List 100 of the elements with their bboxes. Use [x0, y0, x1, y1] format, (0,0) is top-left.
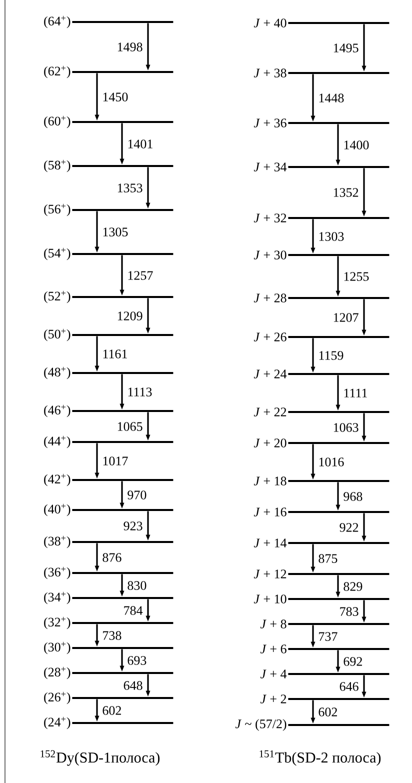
node-label: (38$^{+}$): [44, 536, 70, 548]
energy-label: 1305: [103, 228, 128, 236]
energy-label: 646: [340, 682, 358, 691]
energy-level: (44$^{+}$): [44, 436, 174, 448]
energy-label: 1207: [334, 313, 358, 322]
energy-level: (36$^{+}$): [44, 566, 174, 580]
energy-label: 829: [344, 582, 362, 591]
energy-level: (28$^{+}$): [44, 666, 174, 680]
energy-level: J + 2: [260, 694, 390, 704]
node-label: (48$^{+}$): [44, 366, 70, 380]
node-label: J + 26: [254, 332, 286, 342]
energy-label: 784: [124, 606, 143, 615]
node-label: J ~ (57/2): [235, 719, 286, 731]
energy-label: 1113: [128, 388, 152, 396]
energy-level: J + 12: [254, 570, 390, 578]
energy-label: 1017: [103, 456, 128, 466]
energy-level: J + 24: [254, 370, 390, 378]
energy-label: 1448: [319, 94, 344, 102]
energy-label: 1016: [319, 458, 344, 466]
band-caption: $^{151}$Tb(SD-2 полоса): [260, 750, 381, 766]
energy-level: (54$^{+}$): [44, 248, 174, 260]
node-label: J + 22: [254, 408, 286, 416]
node-label: (52$^{+}$): [44, 290, 70, 304]
node-label: (36$^{+}$): [44, 566, 70, 580]
node-label: J + 12: [254, 570, 286, 578]
energy-label: 1255: [344, 272, 369, 281]
node-label: (40$^{+}$): [44, 504, 70, 516]
node-label: (26$^{+}$): [44, 692, 70, 704]
energy-level: J ~ (57/2): [235, 719, 390, 731]
energy-level: (26$^{+}$): [44, 692, 174, 704]
node-label: J + 8: [260, 620, 286, 628]
energy-label: 692: [344, 657, 362, 666]
energy-label: 1498: [118, 42, 142, 52]
node-label: (34$^{+}$): [44, 592, 70, 604]
energy-label: 1257: [128, 271, 153, 280]
node-label: J + 36: [254, 118, 286, 128]
energy-label: 1401: [128, 140, 152, 148]
node-label: J + 6: [260, 644, 286, 654]
energy-level: J + 20: [254, 438, 390, 448]
energy-label: 923: [124, 522, 142, 530]
energy-level: (40$^{+}$): [44, 504, 174, 516]
node-label: (60$^{+}$): [44, 116, 70, 128]
energy-level: J + 32: [254, 214, 390, 222]
energy-label: 1450: [103, 92, 128, 102]
energy-level: (30$^{+}$): [44, 642, 174, 654]
node-label: J + 34: [254, 162, 287, 172]
energy-level: (46$^{+}$): [44, 404, 174, 418]
node-label: J + 4: [260, 670, 287, 678]
energy-level: J + 34: [254, 162, 390, 172]
energy-label: 1400: [344, 140, 369, 150]
node-label: (56$^{+}$): [44, 204, 70, 216]
node-label: J + 38: [254, 68, 286, 78]
energy-level: J + 38: [254, 68, 390, 78]
node-label: (50$^{+}$): [44, 328, 70, 342]
node-label: (28$^{+}$): [44, 666, 70, 680]
energy-label: 968: [344, 492, 362, 501]
energy-level: J + 22: [254, 408, 390, 416]
node-label: (64$^{+}$): [44, 16, 70, 28]
node-label: (54$^{+}$): [44, 248, 70, 260]
energy-level: (24$^{+}$): [44, 716, 174, 730]
energy-level: (48$^{+}$): [44, 366, 174, 380]
node-label: J + 30: [254, 250, 286, 260]
energy-label: 1495: [334, 44, 358, 52]
energy-level: (64$^{+}$): [44, 16, 174, 28]
node-label: (58$^{+}$): [44, 160, 70, 172]
energy-label: 1303: [319, 232, 344, 241]
band-caption: $^{152}$Dy(SD-1полоса): [40, 750, 160, 766]
energy-level: J + 10: [254, 594, 390, 604]
energy-level: (60$^{+}$): [44, 116, 174, 128]
energy-level: (32$^{+}$): [44, 616, 174, 630]
node-label: (32$^{+}$): [44, 616, 70, 630]
energy-label: 876: [102, 553, 122, 562]
energy-label: 1063: [334, 423, 358, 432]
energy-level: (58$^{+}$): [44, 160, 174, 172]
energy-label: 1353: [118, 184, 142, 192]
energy-level: J + 28: [254, 294, 390, 302]
energy-level: (50$^{+}$): [44, 328, 174, 342]
energy-label: 875: [318, 554, 338, 563]
energy-label: 783: [340, 607, 358, 616]
energy-level: J + 40: [254, 18, 390, 28]
node-label: J + 24: [254, 370, 287, 378]
energy-level: (62$^{+}$): [44, 66, 174, 78]
energy-level: J + 4: [260, 670, 390, 678]
energy-label: 737: [319, 632, 338, 641]
energy-label: 1159: [319, 351, 344, 360]
energy-label: 922: [340, 523, 358, 532]
node-label: J + 20: [254, 438, 286, 448]
node-label: (42$^{+}$): [44, 474, 70, 486]
energy-level: J + 8: [260, 620, 390, 628]
node-label: J + 32: [254, 214, 286, 222]
energy-level: (56$^{+}$): [44, 204, 174, 216]
energy-label: 648: [124, 681, 142, 690]
energy-label: 1352: [334, 188, 358, 197]
energy-label: 1209: [118, 312, 142, 320]
node-label: J + 28: [254, 294, 286, 302]
energy-label: 1065: [118, 422, 142, 431]
energy-label: 602: [102, 706, 121, 715]
energy-label: 830: [128, 581, 146, 590]
node-label: (46$^{+}$): [44, 404, 70, 418]
energy-level: J + 16: [254, 508, 390, 516]
